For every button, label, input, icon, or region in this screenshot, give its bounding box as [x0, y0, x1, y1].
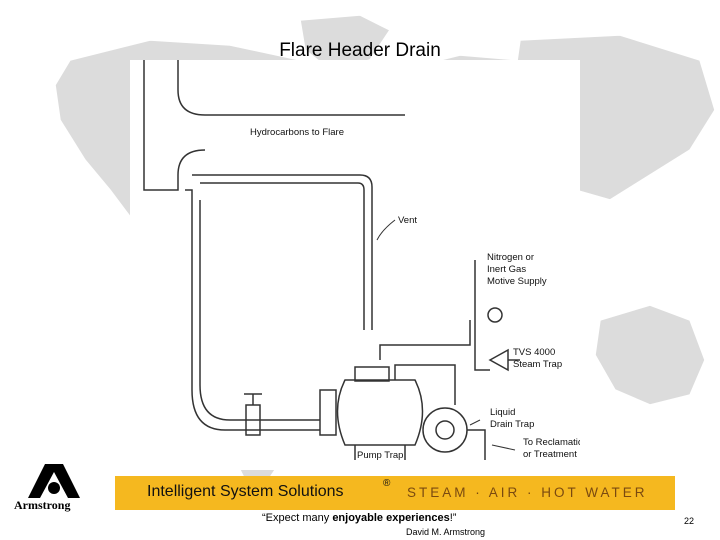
label-liquid-2: Drain Trap: [490, 419, 534, 430]
label-nitrogen-1: Nitrogen or: [487, 252, 534, 263]
label-nitrogen-3: Motive Supply: [487, 276, 547, 287]
steam-loop: [394, 364, 456, 405]
pump-trap-top: [354, 366, 390, 382]
drain-line-outer: [185, 189, 320, 431]
reclamation-leader: [491, 444, 516, 451]
label-vent: Vent: [398, 215, 417, 226]
footer-author: David M. Armstrong: [406, 527, 486, 537]
drain-line-inner: [199, 200, 320, 421]
flare-header-bottom-pipe: [143, 60, 206, 191]
label-reclamation-2: or Treatment: [523, 449, 577, 460]
quote-start: “Expect many: [262, 512, 333, 524]
registered-mark: ®: [383, 478, 391, 489]
flare-header-top-pipe: [177, 60, 405, 116]
liquid-leader: [469, 419, 481, 426]
motive-line: [379, 320, 471, 360]
reclamation-line: [467, 429, 486, 460]
flare-header-diagram: Hydrocarbons to Flare Vent Nitrogen or I…: [130, 60, 580, 470]
nitrogen-supply-line: [474, 260, 490, 371]
pressure-gauge: [487, 307, 503, 323]
quote-bold: enjoyable experiences: [332, 512, 450, 524]
brand-banner: Intelligent System Solutions ® STEAM · A…: [115, 476, 675, 510]
vent-leader: [376, 219, 396, 241]
label-pump-trap: Pump Trap: [357, 450, 403, 461]
label-tvs-1: TVS 4000: [513, 347, 555, 358]
slide-title: Flare Header Drain: [279, 40, 441, 61]
banner-tagline: STEAM · AIR · HOT WATER: [407, 485, 648, 500]
footer-quote: “Expect many enjoyable experiences!”: [262, 512, 456, 524]
logo-wordmark: Armstrong: [14, 498, 71, 512]
page-number: 22: [684, 516, 695, 526]
vent-pipe-horizontal: [192, 174, 373, 330]
armstrong-logo-icon: [28, 464, 80, 498]
check-valve: [319, 389, 337, 436]
pump-trap-body: [336, 379, 424, 446]
label-liquid-1: Liquid: [490, 407, 515, 418]
label-hydrocarbons: Hydrocarbons to Flare: [250, 127, 344, 138]
label-reclamation-1: To Reclamation: [523, 437, 580, 448]
quote-end: !”: [449, 512, 457, 524]
label-tvs-2: Steam Trap: [513, 359, 562, 370]
banner-title: Intelligent System Solutions: [147, 483, 344, 500]
label-nitrogen-2: Inert Gas: [487, 264, 526, 275]
vent-pipe-inner: [200, 182, 365, 330]
australia-shape: [594, 304, 706, 406]
